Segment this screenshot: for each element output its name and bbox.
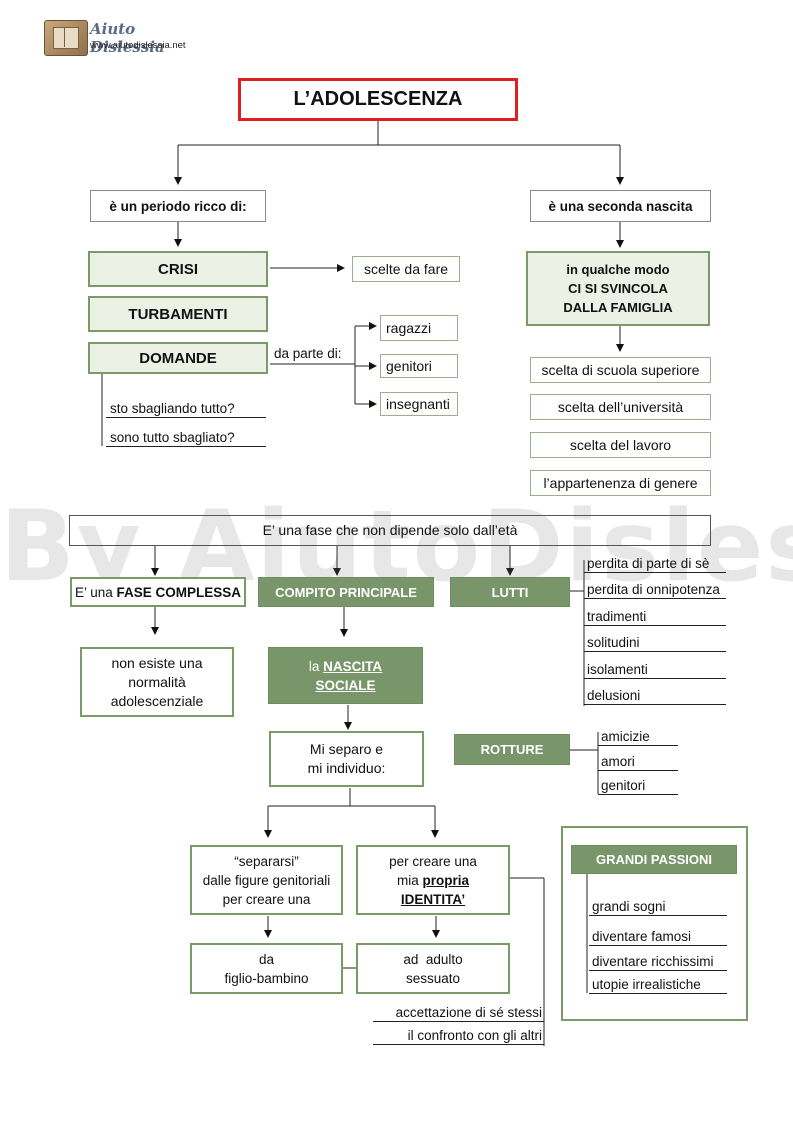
passioni-box: GRANDI PASSIONI xyxy=(571,845,737,874)
separarsi-line: per creare una xyxy=(222,891,311,907)
accettazione-item: accettazione di sé stessi xyxy=(373,1004,544,1022)
identita-line-2: mia propria xyxy=(397,871,469,890)
right-branch-label: è una seconda nascita xyxy=(530,190,711,222)
fase-bar: E’ una fase che non dipende solo dall’et… xyxy=(69,515,711,546)
lutti-item: solitudini xyxy=(584,634,726,652)
svincola-line: in qualche modo xyxy=(566,262,670,277)
lutti-item: perdita di onnipotenza xyxy=(584,581,726,599)
passioni-item: diventare famosi xyxy=(589,928,727,946)
rotture-item: amicizie xyxy=(598,728,678,746)
separarsi-line: “separarsi” xyxy=(234,853,299,869)
passioni-item: diventare ricchissimi xyxy=(589,953,727,971)
crisi-box: CRISI xyxy=(88,251,268,287)
lutti-box: LUTTI xyxy=(450,577,570,607)
normalita-box: non esiste una normalità adolescenziale xyxy=(80,647,234,717)
lutti-item: delusioni xyxy=(584,687,726,705)
turbamenti-box: TURBAMENTI xyxy=(88,296,268,332)
parte-insegnanti: insegnanti xyxy=(380,392,458,416)
normalita-line: normalità xyxy=(128,673,186,690)
identita-underlined: IDENTITA’ xyxy=(400,891,466,907)
adulto-line: sessuato xyxy=(405,970,461,986)
scelta-item: l’appartenenza di genere xyxy=(530,470,711,496)
propria-underlined: propria xyxy=(422,872,470,888)
scelte-da-fare-box: scelte da fare xyxy=(352,256,460,282)
fase-complessa-bold: FASE COMPLESSA xyxy=(116,584,242,600)
figlio-box: da figlio-bambino xyxy=(190,943,343,994)
fase-complessa-prefix: E’ una xyxy=(74,584,117,600)
question-item: sto sbagliando tutto? xyxy=(106,400,266,418)
compito-principale-box: COMPITO PRINCIPALE xyxy=(258,577,434,607)
domande-box: DOMANDE xyxy=(88,342,268,374)
svincola-line: CI SI SVINCOLA xyxy=(568,281,668,296)
rotture-item: amori xyxy=(598,753,678,771)
adulto-line: ad adulto xyxy=(403,951,463,967)
accettazione-item: il confronto con gli altri xyxy=(373,1027,544,1045)
logo-url: www.aiutodislessia.net xyxy=(90,40,186,51)
separarsi-line: dalle figure genitoriali xyxy=(202,872,331,888)
logo: Aiuto Dislessia www.aiutodislessia.net xyxy=(44,20,204,56)
sociale-underlined: SOCIALE xyxy=(315,677,376,693)
separo-box: Mi separo e mi individuo: xyxy=(269,731,424,787)
lutti-item: tradimenti xyxy=(584,608,726,626)
nascita-prefix: la xyxy=(308,658,324,674)
identita-line-1: per creare una xyxy=(389,853,477,869)
logo-title: Aiuto Dislessia xyxy=(90,20,165,56)
passioni-item: utopie irrealistiche xyxy=(589,976,727,994)
logo-book-icon xyxy=(44,20,88,56)
lutti-item: isolamenti xyxy=(584,661,726,679)
lutti-item: perdita di parte di sè xyxy=(584,555,726,573)
left-branch-label: è un periodo ricco di: xyxy=(90,190,266,222)
page-title: L’ADOLESCENZA xyxy=(238,78,518,121)
nascita-sociale-box: la NASCITA SOCIALE xyxy=(268,647,423,704)
scelta-item: scelta di scuola superiore xyxy=(530,357,711,383)
question-item: sono tutto sbagliato? xyxy=(106,429,266,447)
rotture-box: ROTTURE xyxy=(454,734,570,765)
svincola-line: DALLA FAMIGLIA xyxy=(563,300,673,315)
svincola-box: in qualche modo CI SI SVINCOLA DALLA FAM… xyxy=(526,251,710,326)
nascita-line-1: la NASCITA xyxy=(309,657,382,676)
identita-box: per creare una mia propria IDENTITA’ xyxy=(356,845,510,915)
nascita-line-2: SOCIALE xyxy=(315,676,375,695)
rotture-item: genitori xyxy=(598,777,678,795)
separo-line: Mi separo e xyxy=(309,741,384,757)
separarsi-box: “separarsi” dalle figure genitoriali per… xyxy=(190,845,343,915)
scelta-item: scelta del lavoro xyxy=(530,432,711,458)
passioni-panel xyxy=(561,826,748,1021)
parte-ragazzi: ragazzi xyxy=(380,315,458,341)
figlio-line: figlio-bambino xyxy=(224,970,309,986)
identita-line-3: IDENTITA’ xyxy=(401,890,465,909)
passioni-item: grandi sogni xyxy=(589,898,727,916)
normalita-line: adolescenziale xyxy=(110,692,204,709)
scelta-item: scelta dell’università xyxy=(530,394,711,420)
normalita-line: non esiste una xyxy=(111,654,203,671)
adulto-box: ad adulto sessuato xyxy=(356,943,510,994)
nascita-underlined: NASCITA xyxy=(323,658,383,674)
parte-genitori: genitori xyxy=(380,354,458,378)
da-parte-label: da parte di: xyxy=(274,346,342,361)
identita-prefix: mia xyxy=(396,872,423,888)
separo-line: mi individuo: xyxy=(307,760,386,776)
figlio-line: da xyxy=(258,951,275,967)
fase-complessa-box: E’ una FASE COMPLESSA xyxy=(70,577,246,607)
